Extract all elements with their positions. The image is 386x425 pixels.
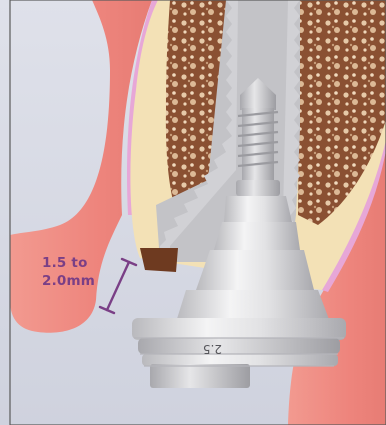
measurement-line-1: 1.5 to [42,254,95,272]
crestal-bone-margin [140,248,178,272]
abutment-screw [236,78,280,196]
abutment-marking: 2.5 [203,342,222,356]
measurement-label: 1.5 to 2.0mm [42,254,95,290]
measurement-line-2: 2.0mm [42,272,95,290]
